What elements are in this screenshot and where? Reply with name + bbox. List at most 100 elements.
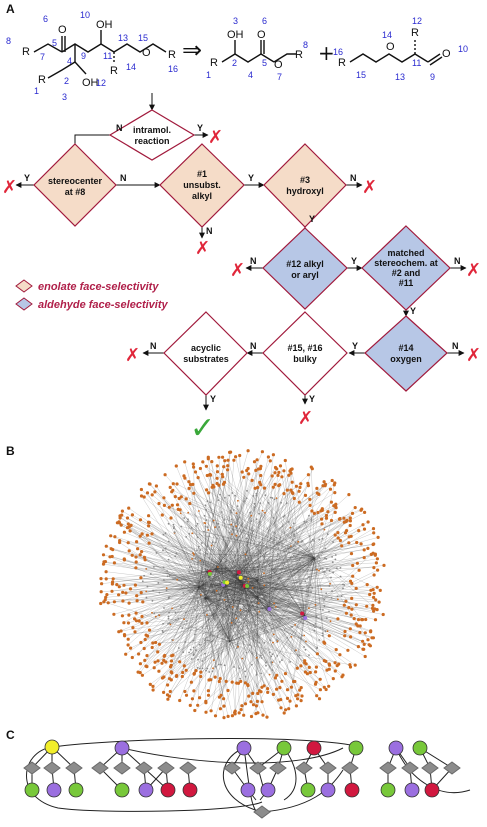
network-node: [197, 600, 200, 603]
network-hub-node: [225, 580, 230, 585]
network-node: [118, 540, 122, 545]
network-node: [239, 609, 242, 612]
branch-yes: Y: [309, 394, 315, 404]
network-node: [314, 623, 317, 625]
reject-cross-icon: ✗: [362, 177, 377, 198]
network-node: [141, 580, 144, 583]
network-node: [278, 661, 281, 663]
network-node: [223, 664, 226, 667]
network-node: [206, 614, 208, 616]
network-node: [110, 582, 114, 586]
network-node: [185, 536, 188, 538]
network-node: [324, 557, 326, 559]
network-node: [169, 516, 173, 520]
network-node: [237, 536, 239, 538]
network-node: [150, 493, 154, 497]
network-node: [333, 661, 337, 665]
network-node: [289, 685, 293, 689]
network-node: [307, 587, 309, 590]
network-node: [209, 473, 213, 477]
network-node: [275, 497, 278, 499]
network-node: [151, 688, 155, 692]
molecule-node-purple: [46, 782, 62, 798]
network-node: [180, 578, 183, 581]
network-node: [318, 538, 321, 541]
atom-number: 1: [34, 86, 39, 96]
network-node: [302, 568, 304, 571]
network-node: [233, 711, 237, 715]
network-node: [232, 509, 235, 511]
network-node: [255, 492, 258, 495]
network-node: [374, 598, 378, 602]
network-node: [271, 669, 274, 671]
atom-number: 1: [206, 70, 211, 80]
network-node: [333, 669, 337, 673]
network-node: [127, 525, 131, 529]
network-node: [361, 523, 365, 527]
network-node: [296, 581, 299, 584]
network-node: [327, 634, 331, 638]
graph-c-nodes: [23, 739, 461, 819]
branch-no: N: [150, 341, 157, 351]
network-node: [314, 603, 317, 606]
network-node: [300, 694, 304, 698]
network-node: [321, 632, 324, 635]
network-node: [324, 516, 329, 520]
network-node: [265, 661, 267, 664]
network-node: [198, 545, 200, 548]
network-node: [321, 634, 324, 637]
flowchart-decisions: [33, 109, 451, 396]
network-node: [272, 633, 275, 636]
network-node: [246, 598, 249, 600]
network-node: [289, 471, 293, 475]
branch-no: N: [350, 173, 357, 183]
network-node: [180, 525, 183, 528]
network-node: [145, 491, 150, 495]
network-node: [203, 601, 206, 603]
network-node: [352, 617, 356, 621]
network-node: [371, 588, 375, 592]
atom-number: 14: [126, 62, 136, 72]
network-node: [283, 458, 287, 463]
network-node: [297, 489, 301, 493]
network-node: [199, 575, 202, 578]
network-node: [110, 589, 114, 593]
network-node: [323, 570, 326, 573]
network-node: [292, 554, 295, 557]
molecule-node-green: [68, 782, 84, 798]
network-node: [278, 464, 283, 468]
network-node: [252, 530, 255, 532]
network-node: [192, 646, 195, 649]
network-node: [245, 589, 248, 591]
network-node: [153, 566, 155, 568]
network-node: [239, 708, 243, 712]
network-node: [327, 684, 331, 688]
legend-label: aldehyde face-selectivity: [38, 299, 169, 311]
network-node: [230, 621, 233, 624]
network-node: [99, 590, 103, 594]
network-node: [292, 549, 295, 552]
network-node: [347, 606, 351, 610]
network-node: [270, 594, 273, 597]
network-node: [319, 568, 322, 570]
network-node: [242, 529, 245, 532]
network-node: [135, 599, 139, 603]
network-node: [332, 483, 336, 487]
network-node: [211, 541, 214, 544]
network-node: [287, 567, 290, 569]
network-node: [342, 583, 344, 586]
network-node: [318, 677, 322, 681]
network-node: [184, 668, 188, 672]
network-node: [260, 672, 262, 675]
network-node: [277, 552, 279, 555]
network-node: [130, 513, 134, 517]
network-node: [319, 608, 322, 611]
network-node: [312, 624, 315, 627]
network-node: [290, 546, 293, 549]
network-node: [315, 694, 319, 698]
network-node: [282, 711, 286, 715]
network-node: [298, 654, 301, 657]
network-node: [322, 685, 326, 689]
network-node: [329, 500, 333, 504]
network-node: [118, 514, 122, 518]
